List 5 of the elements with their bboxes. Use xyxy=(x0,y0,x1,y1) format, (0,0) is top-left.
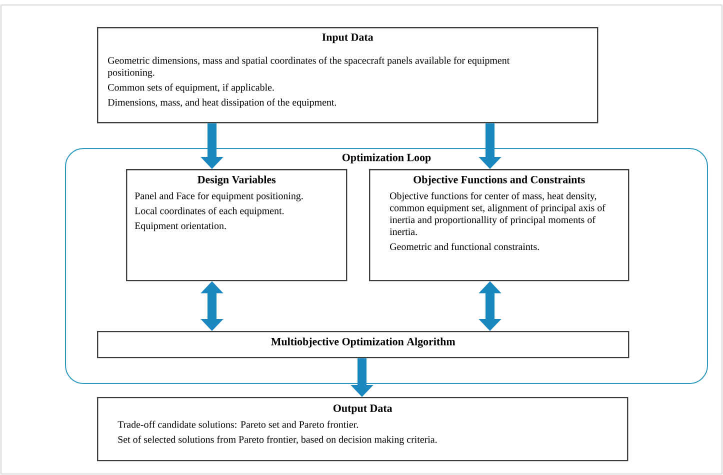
output-box: Output Data Trade-off candidate solutions: Pareto set and Pareto frontier. Set of selected solutions from Pareto frontier, based on decision making criteria. xyxy=(97,396,628,462)
process-box: Objective Functions and Constraints Objective functions for center of mass, heat density, common equipment set, alignment of principal axis of inertia and proportionallity of principal moments of inertia. Geometric and functional constraints. xyxy=(369,169,630,282)
input-box: Input Data Geometric dimensions, mass and spatial coordinates of the spacecraft panels available for equipment positioning. Common sets of equipment, if applicable. Dimensions, mass, and heat dissipation of the equipment. xyxy=(97,27,598,124)
process-box: Multiobjective Optimization Algorithm xyxy=(97,330,630,358)
process-box: Design Variables Panel and Face for equipment positioning. Local coordinates of each equipment. Equipment orientation. xyxy=(126,169,348,282)
